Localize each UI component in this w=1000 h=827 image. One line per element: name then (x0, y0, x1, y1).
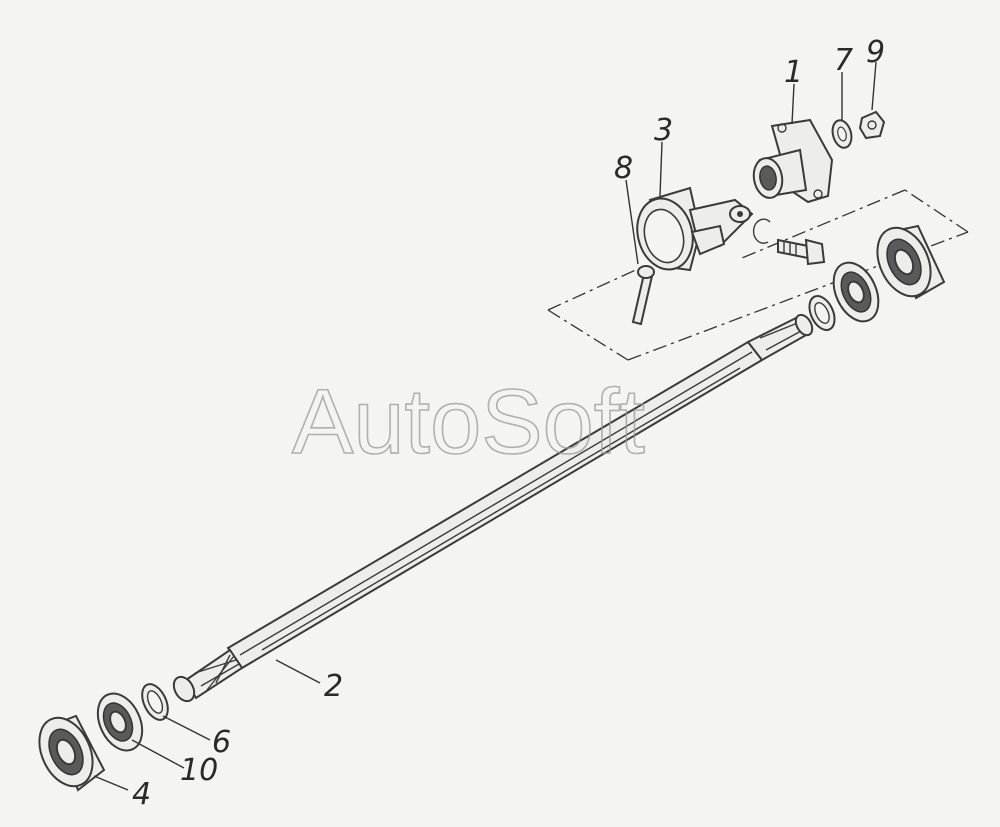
label-part-2: 2 (324, 669, 343, 704)
snap-ring (752, 218, 771, 244)
label-part-10: 10 (180, 753, 218, 788)
label-part-1: 1 (784, 55, 803, 90)
label-part-8: 8 (614, 151, 633, 186)
nut-9 (858, 110, 886, 140)
label-part-3: 3 (654, 113, 673, 148)
bearing-cup-far (876, 224, 946, 300)
washer-far (808, 295, 836, 331)
flange (752, 118, 834, 204)
washer-7 (831, 119, 853, 149)
label-part-4: 4 (132, 777, 151, 812)
split-pin (631, 265, 655, 326)
bolt (777, 238, 826, 266)
lever-fork (636, 186, 754, 272)
leader-lines (93, 61, 877, 791)
label-part-6: 6 (212, 725, 231, 760)
bearing-cup-near (38, 714, 106, 792)
bearing-far (832, 261, 880, 323)
shaft (172, 313, 814, 703)
watermark: AutoSoft (292, 371, 645, 473)
label-part-7: 7 (834, 43, 853, 78)
label-part-9: 9 (866, 35, 885, 70)
bearing-near (96, 692, 144, 752)
washer-near (141, 683, 169, 721)
